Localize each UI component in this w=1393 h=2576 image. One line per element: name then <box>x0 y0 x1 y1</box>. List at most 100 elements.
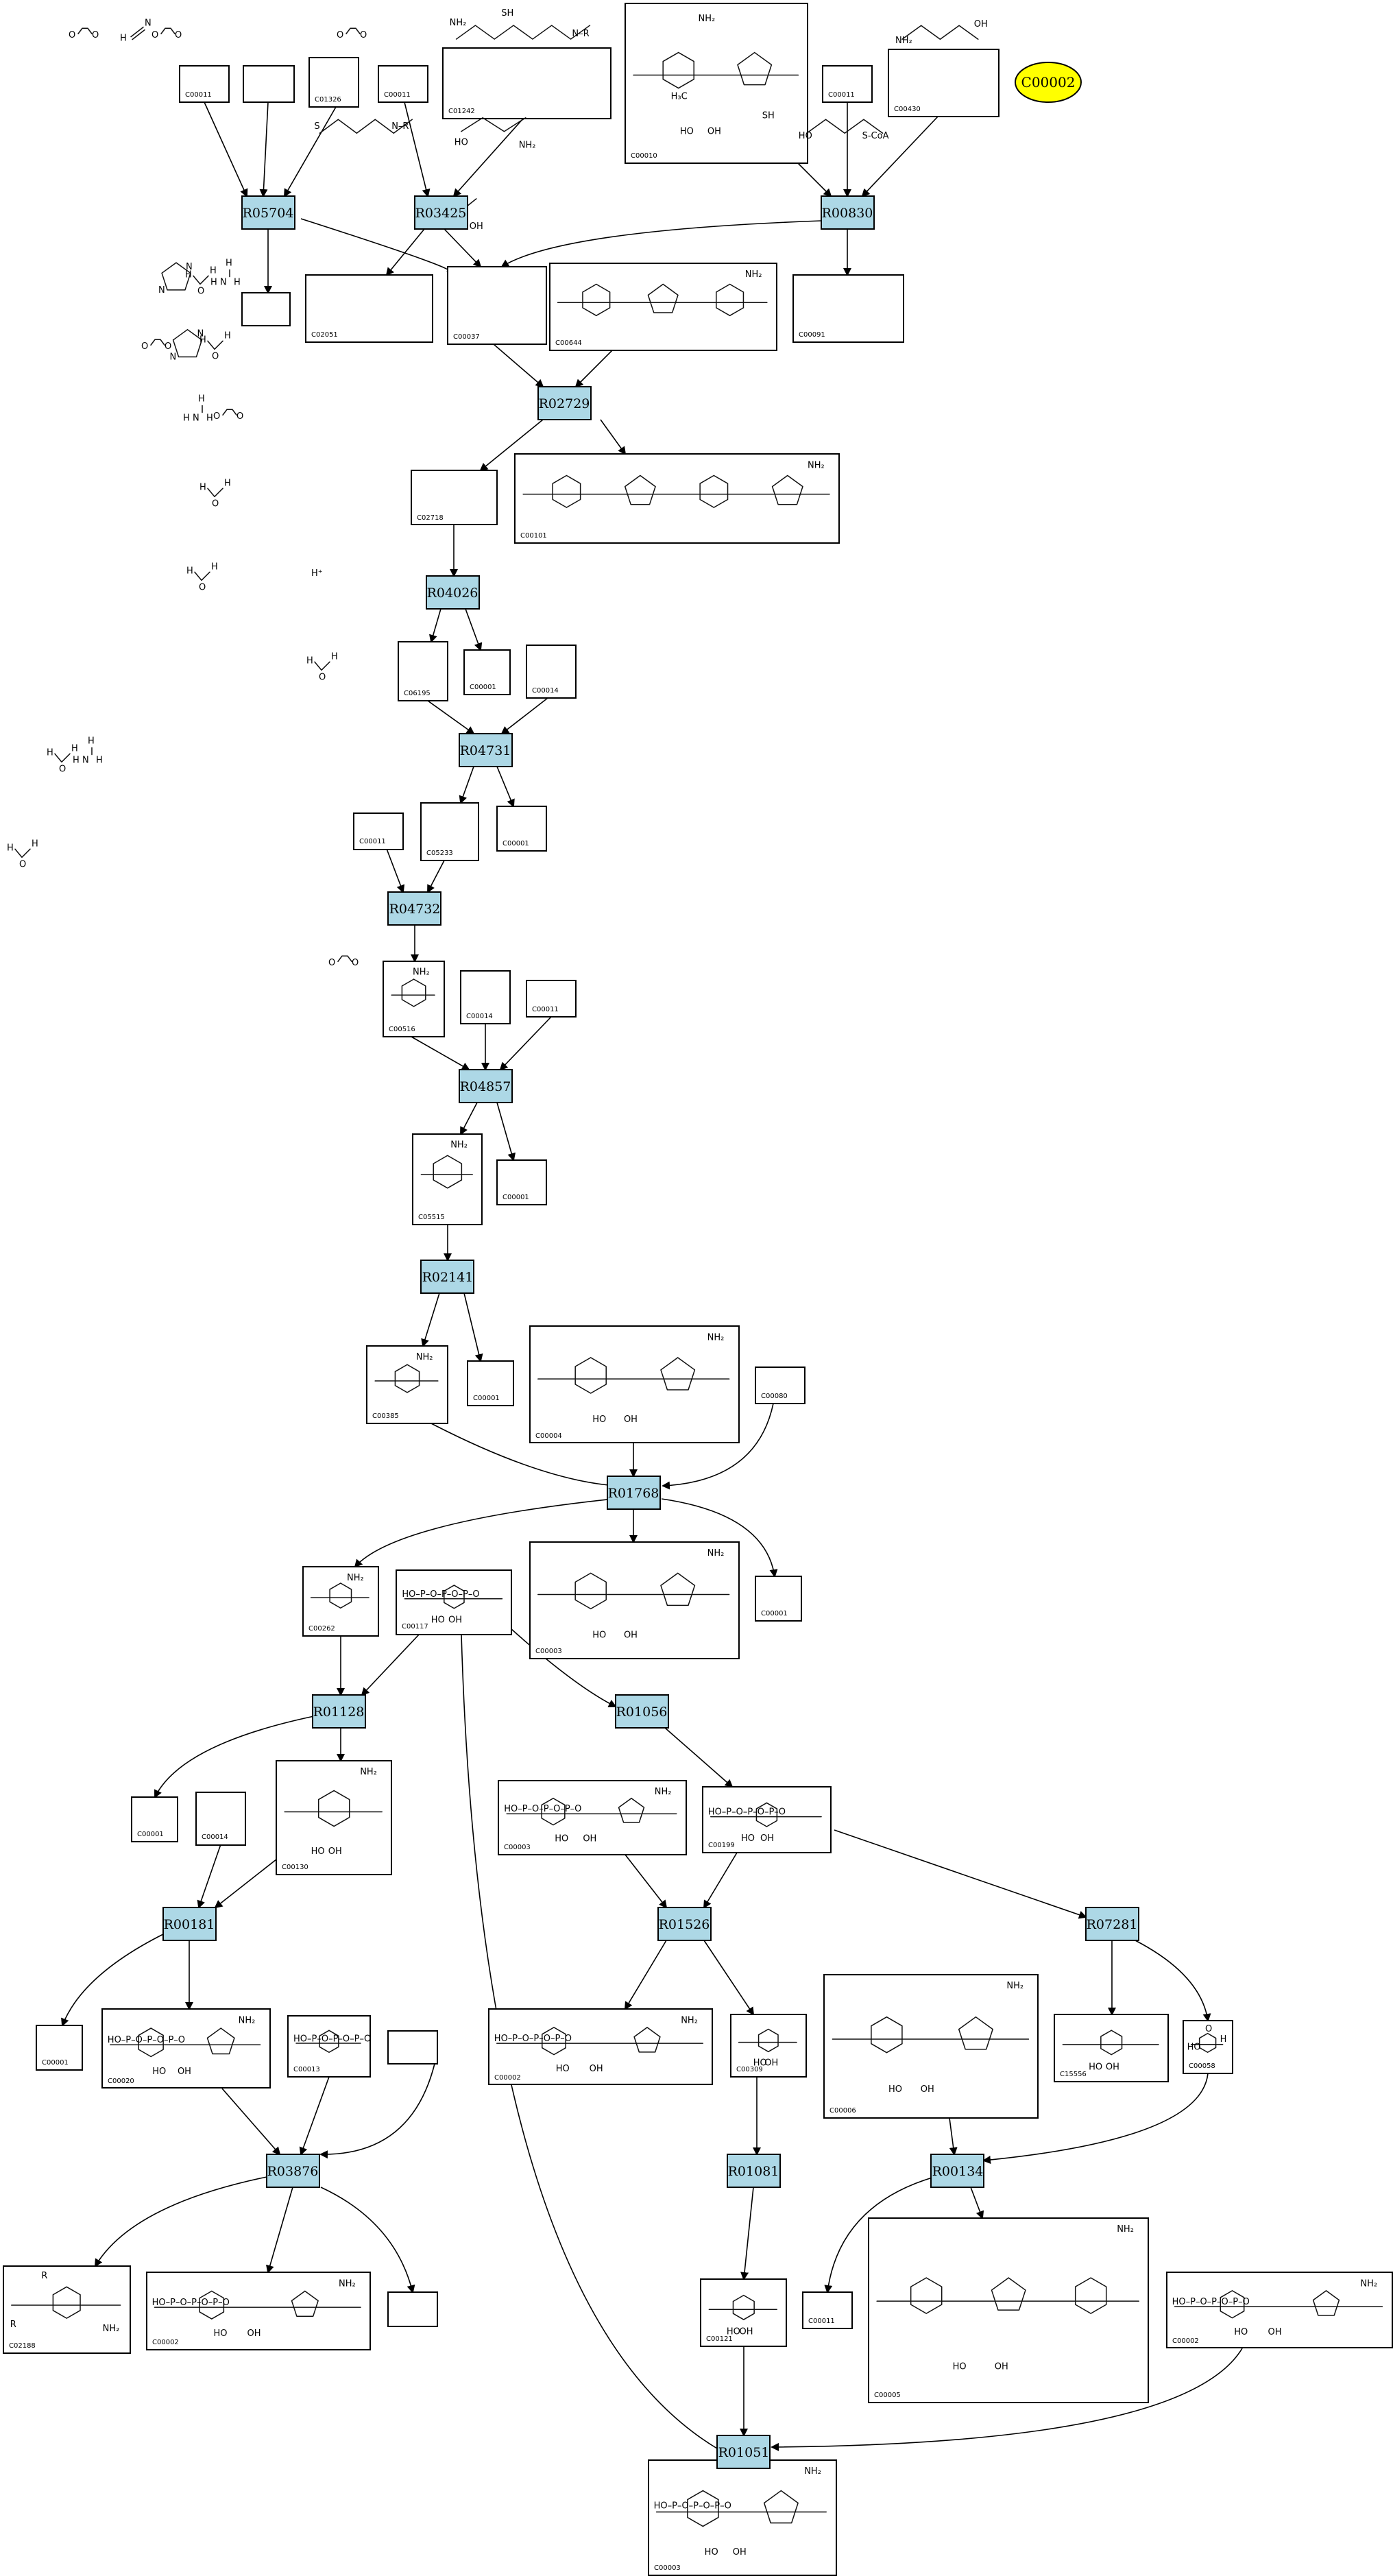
reaction-box[interactable] <box>312 1694 366 1729</box>
compound-box[interactable] <box>276 1760 392 1875</box>
compound-box[interactable] <box>792 274 904 343</box>
reaction-node[interactable]: R03425 <box>414 195 468 230</box>
compound-box[interactable] <box>378 65 428 103</box>
compound-box[interactable] <box>366 1345 448 1424</box>
reaction-node[interactable]: R04732 <box>387 891 441 926</box>
reaction-node[interactable]: R01526 <box>657 1907 712 1941</box>
compound-box[interactable] <box>447 266 547 345</box>
reaction-box[interactable] <box>657 1907 712 1941</box>
compound-box[interactable] <box>1054 2014 1169 2082</box>
compound-box[interactable] <box>730 2014 807 2078</box>
compound-box[interactable] <box>383 961 445 1037</box>
compound-node[interactable]: H⁺C00080 <box>311 568 805 1404</box>
compound-box[interactable] <box>700 2278 787 2347</box>
reaction-box[interactable] <box>241 195 295 230</box>
compound-box[interactable] <box>353 812 404 850</box>
compound-box[interactable] <box>305 274 433 343</box>
compound-box[interactable] <box>496 1159 547 1205</box>
compound-box[interactable] <box>460 970 511 1024</box>
compound-node[interactable]: HNOHC02718 <box>411 198 498 525</box>
compound-box[interactable] <box>442 47 611 119</box>
reaction-box[interactable] <box>607 1476 661 1510</box>
compound-box[interactable] <box>308 57 359 108</box>
compound-box[interactable] <box>514 453 840 544</box>
highlighted-compound[interactable]: C00002 <box>1015 62 1082 103</box>
reaction-node[interactable]: R04731 <box>459 733 513 767</box>
reaction-box[interactable] <box>930 2154 984 2188</box>
reaction-box[interactable] <box>387 891 441 926</box>
compound-box[interactable] <box>823 1974 1039 2119</box>
compound-box[interactable] <box>822 65 873 103</box>
compound-box[interactable] <box>496 806 547 852</box>
compound-box[interactable] <box>36 2025 83 2071</box>
compound-box[interactable] <box>398 641 448 701</box>
reaction-box[interactable] <box>716 2435 771 2469</box>
reaction-node[interactable]: R02729 <box>537 386 592 420</box>
reaction-box[interactable] <box>615 1694 669 1729</box>
reaction-box[interactable] <box>459 733 513 767</box>
highlight-ellipse[interactable] <box>1015 62 1082 103</box>
compound-box[interactable] <box>146 2272 371 2350</box>
reaction-node[interactable]: R04857 <box>459 1069 513 1103</box>
reaction-node[interactable]: R00134 <box>930 2154 984 2188</box>
compound-box[interactable] <box>529 1541 740 1659</box>
reaction-box[interactable] <box>266 2154 320 2188</box>
compound-box[interactable] <box>488 2008 713 2085</box>
compound-box[interactable] <box>755 1367 805 1404</box>
compound-box[interactable] <box>463 649 511 695</box>
empty-compound-box[interactable] <box>387 2291 438 2327</box>
reaction-node[interactable]: R04026 <box>426 575 480 610</box>
reaction-node[interactable]: R00830 <box>821 195 875 230</box>
reaction-node[interactable]: R03876 <box>266 2154 320 2188</box>
reaction-box[interactable] <box>459 1069 513 1103</box>
compound-box[interactable] <box>131 1796 178 1842</box>
compound-box[interactable] <box>287 2015 371 2078</box>
reaction-node[interactable]: R01051 <box>716 2435 771 2469</box>
reaction-box[interactable] <box>162 1907 217 1941</box>
reaction-node[interactable]: R01128 <box>312 1694 366 1729</box>
reaction-node[interactable]: R05704 <box>241 195 295 230</box>
reaction-box[interactable] <box>821 195 875 230</box>
compound-box[interactable] <box>1183 2020 1233 2074</box>
compound-box[interactable] <box>549 263 777 351</box>
compound-box[interactable] <box>467 1360 514 1406</box>
reaction-node[interactable]: R01056 <box>615 1694 669 1729</box>
compound-box[interactable] <box>302 1566 379 1637</box>
compound-box[interactable] <box>396 1569 512 1635</box>
